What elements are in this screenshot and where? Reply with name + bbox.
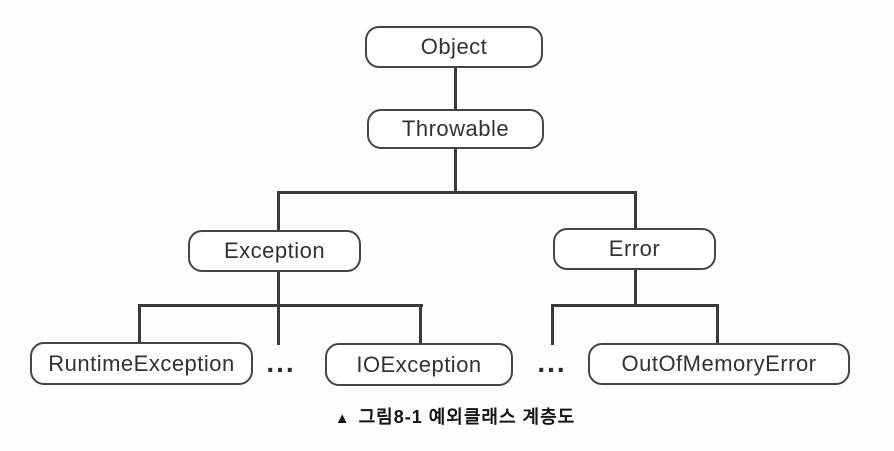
edge-branch-to-out-of-memory-error — [716, 304, 719, 344]
edge-branch-to-runtime-exception — [138, 304, 141, 343]
ellipsis-exception-subclasses: ... — [266, 347, 296, 378]
node-throwable: Throwable — [367, 109, 544, 149]
node-io-exception: IOException — [325, 343, 513, 386]
caption-text: 그림8-1 예외클래스 계층도 — [358, 407, 576, 427]
caption-triangle-marker: ▲ — [334, 410, 351, 427]
ellipsis-error-subclasses: ... — [537, 347, 567, 378]
node-runtime-exception: RuntimeException — [30, 342, 253, 385]
edge-error-branch — [634, 269, 637, 307]
edge-branch-to-io-exception — [419, 304, 422, 344]
edge-branch-to-exception — [277, 191, 280, 231]
edge-exception-branch — [277, 271, 280, 345]
node-object: Object — [365, 26, 543, 68]
edge-branch-error-children — [551, 304, 719, 307]
edge-object-throwable — [454, 67, 457, 110]
edge-branch-to-error — [634, 191, 637, 229]
figure-caption: ▲ 그림8-1 예외클래스 계층도 — [0, 403, 894, 429]
edge-throwable-branch — [454, 148, 457, 194]
edge-branch-throwable-children — [277, 191, 637, 194]
edge-branch-to-error-ellipsis — [551, 304, 554, 345]
node-exception: Exception — [188, 230, 361, 272]
node-out-of-memory-error: OutOfMemoryError — [588, 343, 850, 385]
node-error: Error — [553, 228, 716, 270]
edge-branch-exception-children — [138, 304, 423, 307]
